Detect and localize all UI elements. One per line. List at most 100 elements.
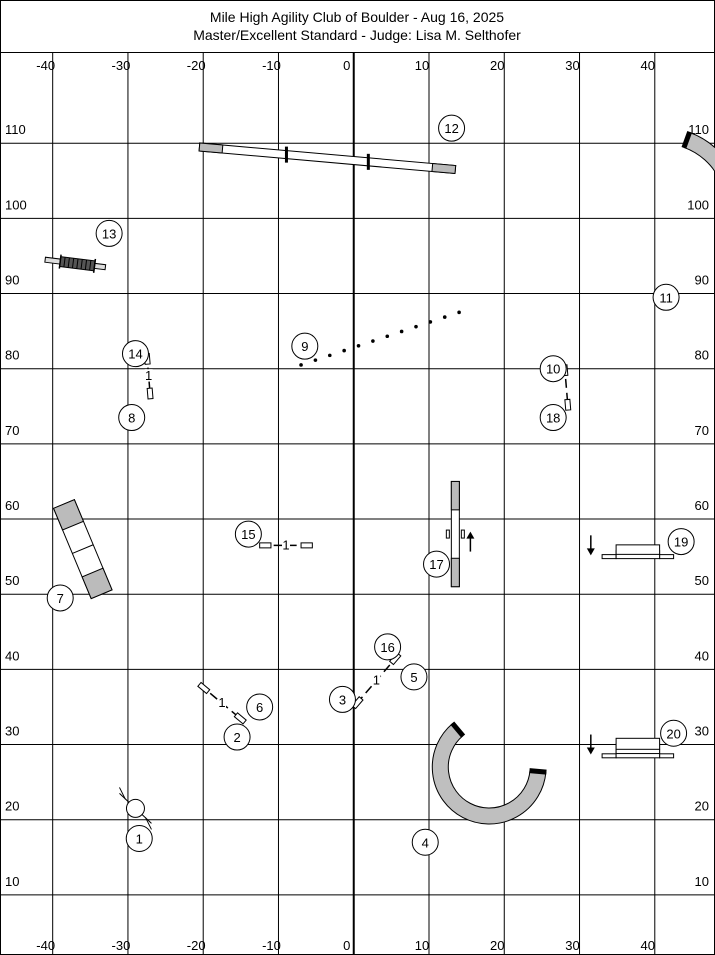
x-tick-label: 40: [641, 58, 655, 73]
table-leg: [145, 817, 152, 830]
y-tick-label: 70: [5, 423, 19, 438]
x-tick-label: 10: [415, 58, 429, 73]
jump-height-mark: 1: [282, 537, 289, 552]
obstacle-number-5: 5: [400, 663, 428, 691]
obstacle-number-circle: [291, 332, 319, 360]
teeter-fulcrum: [460, 529, 465, 539]
a-frame-icon: [52, 498, 113, 600]
weave-poles-icon: [299, 310, 461, 367]
grid-layer: -40-40-30-30-20-20-10-100010102020303040…: [0, 53, 715, 955]
tire-rib: [71, 258, 75, 269]
obstacle-number-circle: [400, 663, 428, 691]
obstacle-number-label: 7: [57, 591, 64, 606]
spread-bar: [615, 544, 661, 555]
y-tick-label: 20: [5, 799, 19, 814]
y-tick-label: 100: [5, 197, 27, 212]
obstacle-number-circle: [438, 114, 466, 142]
obstacle-number-label: 9: [301, 339, 308, 354]
jump-height-bg: [282, 538, 290, 551]
obstacle-number-circle: [539, 404, 567, 432]
y-tick-label: 50: [5, 573, 19, 588]
jump-wing: [564, 398, 572, 411]
obstacle-number-circle: [652, 283, 680, 311]
x-tick-label: 0: [343, 938, 350, 953]
obstacle-number-label: 12: [444, 121, 458, 136]
x-tick-label: 30: [565, 58, 579, 73]
jump-wing: [233, 712, 247, 725]
obstacle-number-circle: [328, 685, 356, 713]
tire-icon: [44, 254, 107, 273]
obstacle-number-circle: [423, 550, 451, 578]
jump-height-bg: [218, 696, 227, 709]
obstacle-number-9: 9: [291, 332, 319, 360]
y-tick-label: 10: [695, 874, 709, 889]
obstacle-number-circle: [411, 828, 439, 856]
teeter-contact-zone: [450, 557, 460, 588]
y-tick-label: 10: [5, 874, 19, 889]
obstacle-number-8: 8: [118, 404, 146, 432]
obstacle-number-label: 14: [128, 347, 142, 362]
obstacle-number-circle: [125, 824, 153, 852]
weave-pole: [327, 353, 332, 358]
obstacle-number-circle: [246, 693, 274, 721]
tunnel-opening: [681, 131, 693, 149]
double-jump-icon: [586, 535, 675, 560]
y-tick-label: 70: [695, 423, 709, 438]
teeter-contact-zone: [450, 480, 460, 511]
spread-wing: [601, 554, 617, 560]
table-top: [125, 798, 145, 818]
x-tick-label: 10: [415, 938, 429, 953]
obstacle-number-circle: [660, 719, 688, 747]
obstacle-number-19: 19: [667, 528, 695, 556]
tire-rib: [89, 260, 92, 271]
weave-pole: [442, 315, 447, 319]
y-tick-label: 50: [695, 573, 709, 588]
tunnel-icon: [431, 721, 547, 825]
obstacle-number-circle: [46, 584, 74, 612]
jump-icon: 1: [197, 681, 247, 725]
weave-pole: [371, 339, 375, 343]
jump-wing: [197, 681, 211, 695]
x-tick-label: -10: [262, 938, 281, 953]
a-frame-apex: [72, 544, 94, 554]
tire-rib: [84, 259, 88, 270]
jump-height-mark: 1: [218, 695, 225, 710]
x-tick-label: -40: [36, 58, 55, 73]
jump-wing: [351, 696, 364, 710]
y-tick-label: 60: [695, 498, 709, 513]
x-tick-label: -20: [187, 938, 206, 953]
obstacle-number-label: 4: [422, 835, 429, 850]
obstacle-number-16: 16: [374, 633, 402, 661]
y-tick-label: 30: [5, 724, 19, 739]
jump-wing: [146, 387, 154, 400]
weave-pole: [399, 329, 404, 334]
course-subtitle: Master/Excellent Standard - Judge: Lisa …: [193, 27, 521, 43]
weave-pole: [414, 324, 418, 329]
y-tick-label: 40: [695, 648, 709, 663]
y-tick-label: 80: [5, 348, 19, 363]
obstacle-number-label: 15: [241, 527, 255, 542]
obstacle-number-12: 12: [438, 114, 466, 142]
spread-bar: [615, 737, 661, 750]
direction-arrow-head: [586, 747, 595, 755]
x-tick-label: -40: [36, 938, 55, 953]
obstacle-number-17: 17: [423, 550, 451, 578]
obstacle-number-label: 2: [233, 730, 240, 745]
x-tick-label: 40: [641, 938, 655, 953]
x-tick-label: 0: [343, 58, 350, 73]
obstacle-number-label: 3: [339, 692, 346, 707]
tire-post: [58, 254, 62, 269]
obstacle-number-circle: [223, 723, 251, 751]
jump-height-bg: [144, 369, 153, 382]
y-tick-label: 90: [5, 273, 19, 288]
obstacle-number-13: 13: [95, 219, 123, 247]
obstacle-number-circle: [95, 219, 123, 247]
obstacle-number-label: 13: [102, 226, 116, 241]
y-tick-label: 100: [687, 197, 709, 212]
x-tick-label: -30: [112, 938, 131, 953]
obstacle-number-circle: [234, 520, 262, 548]
y-tick-label: 20: [695, 799, 709, 814]
